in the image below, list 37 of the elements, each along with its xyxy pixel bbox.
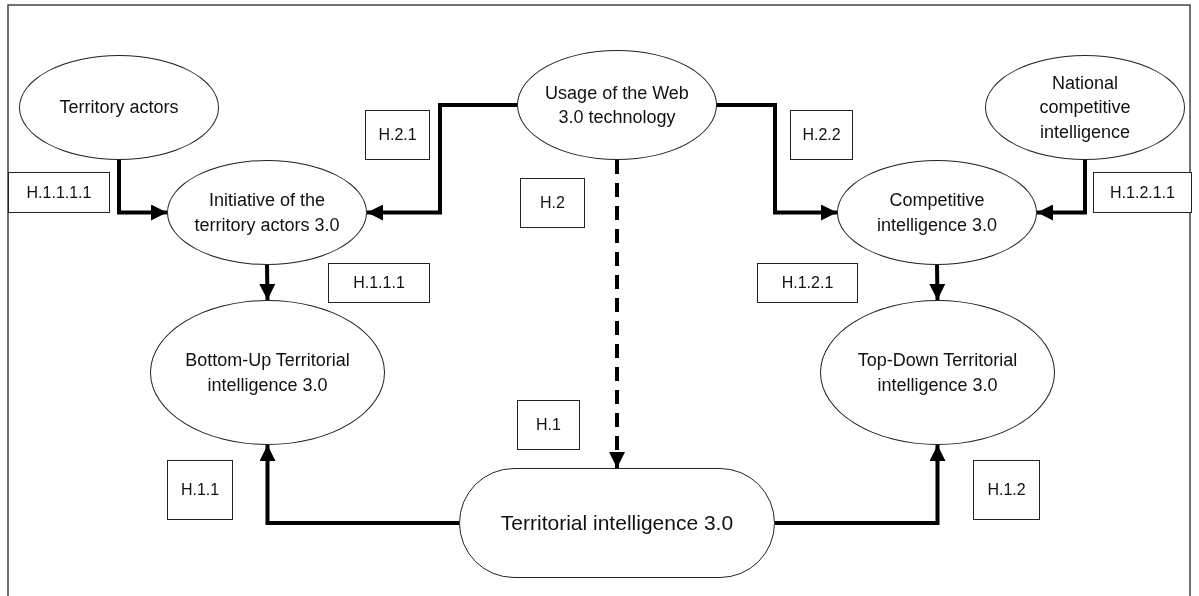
node-label: H.2.2 — [802, 126, 841, 144]
hypothesis-box — [8, 172, 110, 213]
arrow — [775, 445, 946, 525]
arrow — [259, 445, 459, 525]
node-label: Competitive intelligence 3.0 — [875, 189, 999, 237]
arrow — [367, 103, 517, 221]
arrow — [609, 160, 625, 468]
hypothesis-box — [365, 110, 430, 160]
node-label: National competitive intelligence — [1038, 72, 1132, 144]
arrow — [929, 264, 946, 301]
hypothesis-box — [520, 178, 585, 228]
node-label: Bottom-Up Territorial intelligence 3.0 — [184, 349, 351, 397]
node-label: Territorial intelligence 3.0 — [500, 511, 734, 535]
hypothesis-box — [167, 460, 233, 520]
node-label: H.2.1 — [378, 126, 417, 144]
node-label: Top-Down Territorial intelligence 3.0 — [856, 349, 1019, 397]
node-label: H.1.2.1 — [781, 274, 834, 292]
arrow — [1037, 160, 1087, 221]
node-label: H.1.1.1 — [353, 274, 405, 292]
arrow — [717, 103, 837, 221]
node-label: H.1.2.1.1 — [1110, 183, 1175, 202]
hypothesis-box — [973, 460, 1040, 520]
node-label: Usage of the Web 3.0 technology — [544, 81, 690, 129]
hypothesis-box — [757, 263, 858, 303]
arrow — [259, 264, 276, 301]
node-label: H.1.1 — [180, 481, 220, 499]
node-label: Initiative of the territory actors 3.0 — [193, 189, 341, 237]
node-label: Territory actors — [59, 96, 179, 120]
node-label: H.2 — [540, 194, 565, 212]
node-label: H.1.1.1.1 — [26, 183, 92, 202]
hypothesis-box — [1093, 172, 1192, 213]
node-label: H.1.2 — [987, 481, 1026, 499]
node-label: H.1 — [536, 416, 561, 434]
hypothesis-box — [328, 263, 430, 303]
arrow — [117, 160, 167, 221]
hypothesis-box — [790, 110, 853, 160]
hypothesis-box — [517, 400, 580, 450]
